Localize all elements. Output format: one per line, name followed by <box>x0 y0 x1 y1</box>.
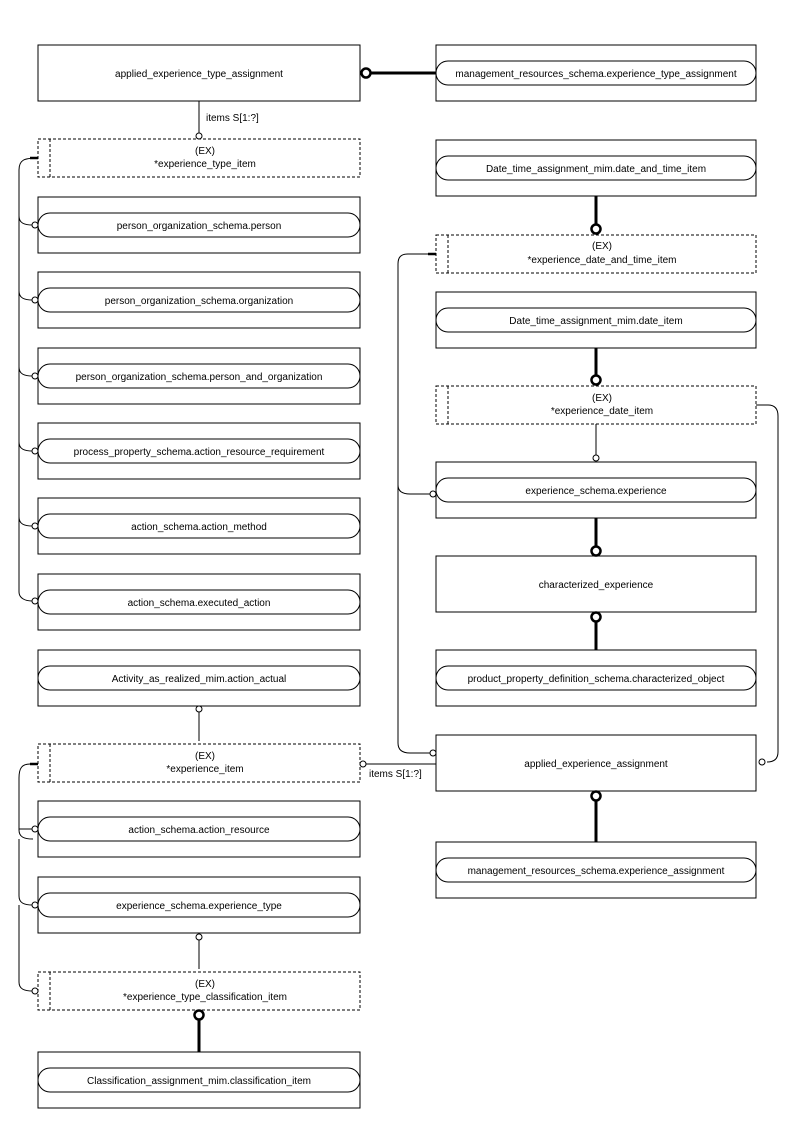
svg-text:Activity_as_realized_mim.actio: Activity_as_realized_mim.action_actual <box>112 674 287 685</box>
entity-experience-type: experience_schema.experience_type <box>37 876 361 934</box>
select-experience-type-item: (EX) *experience_type_item <box>37 138 361 178</box>
svg-text:*experience_date_item: *experience_date_item <box>551 406 653 417</box>
svg-text:experience_schema.experience_t: experience_schema.experience_type <box>116 901 282 912</box>
entity-management-experience-type-assignment: management_resources_schema.experience_t… <box>435 44 757 102</box>
entity-person: person_organization_schema.person <box>37 196 361 254</box>
svg-text:action_schema.action_method: action_schema.action_method <box>131 522 267 533</box>
svg-text:(EX): (EX) <box>195 979 215 990</box>
entity-applied-experience-assignment: applied_experience_assignment <box>435 734 757 792</box>
select-experience-date-and-time-item: (EX) *experience_date_and_time_item <box>435 234 757 274</box>
entity-classification-item: Classification_assignment_mim.classifica… <box>37 1051 361 1109</box>
svg-text:Date_time_assignment_mim.date_: Date_time_assignment_mim.date_item <box>509 316 682 327</box>
svg-text:*experience_item: *experience_item <box>166 764 243 775</box>
svg-text:process_property_schema.action: process_property_schema.action_resource_… <box>74 447 325 458</box>
entity-characterized-experience: characterized_experience <box>435 555 757 613</box>
items-label: items S[1:?] <box>206 113 259 124</box>
svg-text:experience_schema.experience: experience_schema.experience <box>525 486 667 497</box>
entity-action-resource: action_schema.action_resource <box>37 800 361 858</box>
entity-action-resource-requirement: process_property_schema.action_resource_… <box>37 422 361 480</box>
select-experience-type-classification-item: (EX) *experience_type_classification_ite… <box>37 971 361 1011</box>
svg-text:*experience_type_classificatio: *experience_type_classification_item <box>123 992 287 1003</box>
svg-text:product_property_definition_sc: product_property_definition_schema.chara… <box>468 674 725 685</box>
entity-date-and-time-item: Date_time_assignment_mim.date_and_time_i… <box>435 139 757 197</box>
entity-management-experience-assignment: management_resources_schema.experience_a… <box>435 841 757 899</box>
svg-text:person_organization_schema.per: person_organization_schema.person <box>117 221 282 232</box>
svg-text:action_schema.executed_action: action_schema.executed_action <box>128 598 271 609</box>
svg-text:*experience_date_and_time_item: *experience_date_and_time_item <box>528 255 677 266</box>
svg-text:*experience_type_item: *experience_type_item <box>154 159 256 170</box>
svg-text:action_schema.action_resource: action_schema.action_resource <box>128 825 270 836</box>
select-experience-item: (EX) *experience_item <box>37 743 361 783</box>
svg-text:(EX): (EX) <box>592 393 612 404</box>
entity-person-and-organization: person_organization_schema.person_and_or… <box>37 347 361 405</box>
entity-executed-action: action_schema.executed_action <box>37 573 361 631</box>
entity-date-item: Date_time_assignment_mim.date_item <box>435 291 757 349</box>
items-label: items S[1:?] <box>369 769 422 780</box>
entity-applied-experience-type-assignment: applied_experience_type_assignment <box>37 44 361 102</box>
svg-text:characterized_experience: characterized_experience <box>539 580 654 591</box>
svg-text:Date_time_assignment_mim.date_: Date_time_assignment_mim.date_and_time_i… <box>486 164 706 175</box>
svg-text:(EX): (EX) <box>195 146 215 157</box>
svg-text:person_organization_schema.per: person_organization_schema.person_and_or… <box>76 372 323 383</box>
svg-text:management_resources_schema.ex: management_resources_schema.experience_t… <box>455 69 736 80</box>
svg-text:applied_experience_assignment: applied_experience_assignment <box>524 759 668 770</box>
svg-text:(EX): (EX) <box>592 241 612 252</box>
entity-organization: person_organization_schema.organization <box>37 271 361 329</box>
link-circle <box>195 132 203 140</box>
svg-text:management_resources_schema.ex: management_resources_schema.experience_a… <box>468 866 725 877</box>
svg-text:applied_experience_type_assign: applied_experience_type_assignment <box>115 69 283 80</box>
entity-experience: experience_schema.experience <box>435 461 757 519</box>
svg-text:(EX): (EX) <box>195 751 215 762</box>
svg-text:person_organization_schema.org: person_organization_schema.organization <box>105 296 293 307</box>
entity-action-actual: Activity_as_realized_mim.action_actual <box>37 649 361 707</box>
entity-action-method: action_schema.action_method <box>37 497 361 555</box>
select-experience-date-item: (EX) *experience_date_item <box>435 385 757 425</box>
entity-characterized-object: product_property_definition_schema.chara… <box>435 649 757 707</box>
link-circle <box>360 67 372 79</box>
svg-text:Classification_assignment_mim.: Classification_assignment_mim.classifica… <box>87 1076 311 1087</box>
